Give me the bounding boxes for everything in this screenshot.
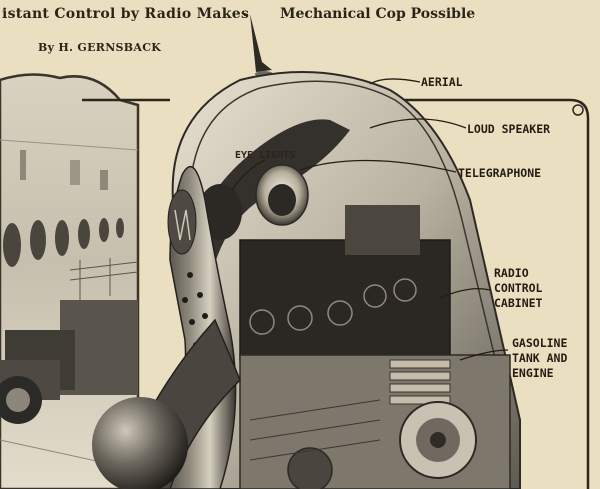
label-gasoline-tank-engine: GASOLINE TANK AND ENGINE [512, 336, 567, 381]
label-line: ENGINE [512, 366, 554, 380]
headline-left: istant Control by Radio Makes [2, 6, 250, 22]
leader-radio-cabinet [439, 287, 491, 299]
leader-loud-speaker [369, 118, 467, 129]
label-line: RADIO [494, 266, 529, 280]
label-line: TANK AND [512, 351, 568, 365]
leader-gasoline-engine [459, 349, 509, 361]
label-telegraphone: TELEGRAPHONE [458, 166, 542, 180]
label-line: CABINET [494, 296, 543, 310]
byline: By H. GERNSBACK [38, 41, 162, 54]
label-radio-control-cabinet: RADIO CONTROL CABINET [494, 266, 542, 311]
street-scene-inset [0, 73, 140, 489]
label-line: GASOLINE [512, 336, 568, 350]
leader-aerial [369, 78, 421, 85]
label-line: CONTROL [494, 281, 543, 295]
headline-right: Mechanical Cop Possible [280, 6, 476, 22]
leader-telegraphone [299, 159, 457, 173]
label-eye-lights: EYE LIGHTS [235, 150, 296, 161]
label-aerial: AERIAL [421, 75, 463, 89]
antenna-spike-icon [250, 14, 272, 72]
radio-cabinet [239, 239, 451, 361]
leader-eye-lights [231, 159, 266, 191]
headline-dash [244, 14, 248, 16]
label-loud-speaker: LOUD SPEAKER [467, 122, 551, 136]
ball-joint [92, 397, 188, 489]
